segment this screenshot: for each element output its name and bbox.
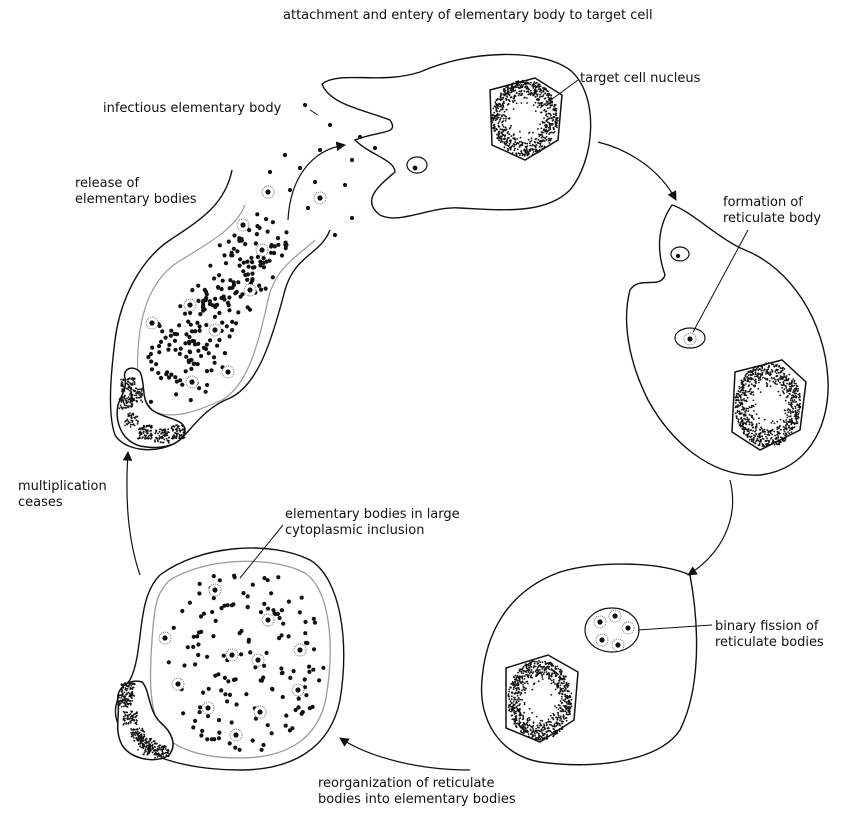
large-inclusion-membrane — [150, 561, 330, 758]
reticulate-body-leader-line — [693, 230, 748, 332]
label-infectious-body: infectious elementary body — [103, 101, 281, 117]
label-formation: formation of reticulate body — [723, 195, 821, 227]
label-binary-fission: binary fission of reticulate bodies — [715, 619, 824, 651]
label-reorganization: reorganization of reticulate bodies into… — [318, 776, 516, 808]
releasing-inclusion-membrane — [138, 205, 315, 415]
arrow-to-formation — [598, 142, 676, 200]
label-eb-large-inclusion: elementary bodies in large cytoplasmic i… — [285, 507, 460, 539]
arrow-to-fission — [688, 480, 733, 575]
right-target-cell — [627, 205, 829, 475]
label-attachment: attachment and entery of elementary body… — [283, 8, 653, 24]
inclusion-leader-line — [240, 525, 283, 578]
label-multiplication-ceases: multiplication ceases — [18, 479, 107, 511]
entering-elementary-body-vacuole — [407, 157, 427, 173]
label-target-nucleus: target cell nucleus — [580, 71, 700, 87]
fission-leader-line — [638, 625, 712, 630]
label-release: release of elementary bodies — [75, 176, 197, 208]
bottom-right-cell — [482, 564, 697, 765]
arrow-to-reorganization — [340, 738, 470, 770]
arrow-multiplication-ceases — [127, 452, 140, 575]
